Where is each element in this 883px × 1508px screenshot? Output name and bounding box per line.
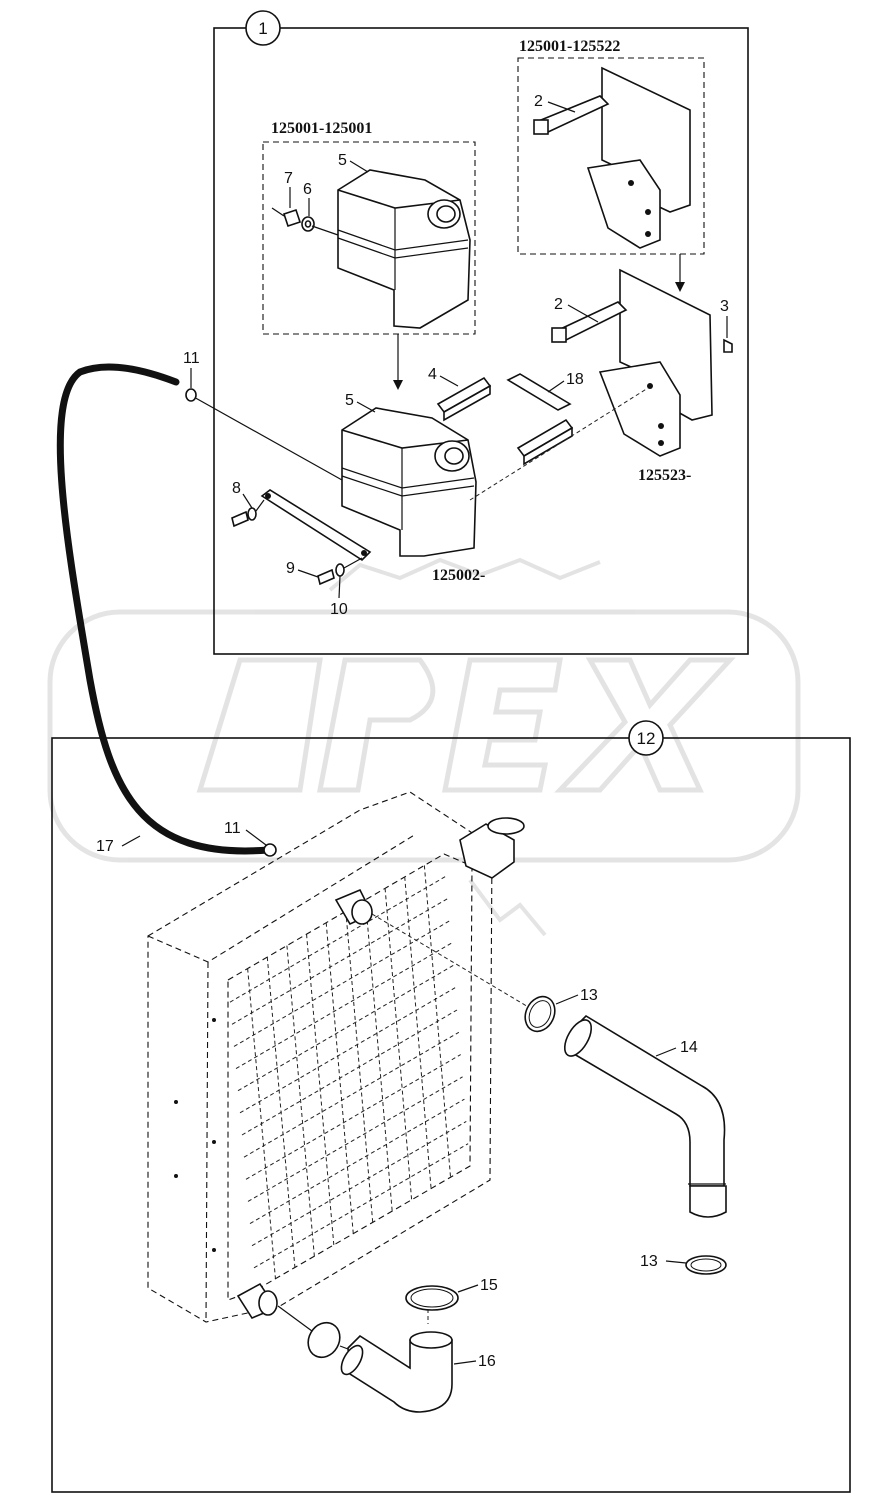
bolt-upper[interactable] bbox=[231, 507, 257, 528]
radiator-grid-line bbox=[245, 1054, 461, 1180]
callout-4[interactable]: 4 bbox=[428, 366, 437, 383]
callout-8[interactable]: 8 bbox=[232, 480, 241, 497]
callout-5-new[interactable]: 5 bbox=[345, 392, 354, 409]
callout-17[interactable]: 17 bbox=[96, 838, 114, 855]
callout-9[interactable]: 9 bbox=[286, 560, 295, 577]
bracket-old-part[interactable] bbox=[533, 66, 691, 249]
serial-bracket-old: 125001-125522 bbox=[519, 38, 620, 55]
clip-part-11-upper[interactable] bbox=[185, 388, 197, 402]
group-12-callout[interactable]: 12 bbox=[628, 720, 664, 756]
pad-part-18[interactable] bbox=[506, 373, 574, 466]
callout-13-lower[interactable]: 13 bbox=[640, 1253, 658, 1270]
washer-part-10[interactable] bbox=[335, 563, 345, 577]
pad-part-4[interactable] bbox=[436, 376, 492, 422]
expansion-tank-new[interactable] bbox=[341, 407, 477, 557]
callout-6[interactable]: 6 bbox=[303, 181, 312, 198]
svg-text:1: 1 bbox=[258, 19, 267, 38]
bolt-part-9[interactable] bbox=[317, 568, 335, 586]
radiator-grid-line bbox=[247, 1076, 463, 1202]
washer-part-6[interactable] bbox=[301, 216, 315, 232]
radiator-grid-line bbox=[286, 945, 315, 1257]
plug-part-7[interactable] bbox=[271, 207, 302, 228]
callout-3[interactable]: 3 bbox=[720, 298, 729, 315]
clamp-part-13-upper[interactable] bbox=[520, 992, 561, 1036]
filler-neck[interactable] bbox=[459, 817, 525, 879]
callout-13-upper[interactable]: 13 bbox=[580, 987, 598, 1004]
callout-15[interactable]: 15 bbox=[480, 1277, 498, 1294]
callout-10[interactable]: 10 bbox=[330, 601, 348, 618]
radiator-grid-line bbox=[253, 1143, 469, 1269]
callout-2-new[interactable]: 2 bbox=[554, 296, 563, 313]
callout-11-lower[interactable]: 11 bbox=[224, 820, 241, 837]
callout-7[interactable]: 7 bbox=[284, 170, 293, 187]
radiator-lower-neck[interactable] bbox=[236, 1282, 278, 1319]
radiator-grid-line bbox=[233, 920, 450, 1047]
callout-16[interactable]: 16 bbox=[478, 1353, 496, 1370]
clamp-part-13-lower[interactable] bbox=[685, 1255, 727, 1275]
radiator-upper-neck[interactable] bbox=[334, 888, 374, 926]
serial-tank-old: 125001-125001 bbox=[271, 120, 372, 137]
callout-2-old[interactable]: 2 bbox=[534, 93, 543, 110]
callout-14[interactable]: 14 bbox=[680, 1039, 698, 1056]
radiator-grid-line bbox=[384, 888, 413, 1200]
radiator-grid-line bbox=[251, 1120, 467, 1247]
callout-5-old[interactable]: 5 bbox=[338, 152, 347, 169]
hose-part-16[interactable] bbox=[337, 1331, 453, 1413]
opex-watermark bbox=[47, 557, 801, 937]
hose-part-17[interactable] bbox=[56, 363, 272, 855]
group-12-frame bbox=[51, 737, 851, 1493]
radiator-grid-line bbox=[235, 942, 452, 1070]
serial-tank-new: 125002- bbox=[432, 567, 485, 584]
strap-part-8[interactable] bbox=[260, 489, 372, 562]
serial-bracket-new: 125523- bbox=[638, 467, 691, 484]
callout-11-upper[interactable]: 11 bbox=[183, 350, 200, 367]
radiator-grid-line bbox=[306, 934, 335, 1245]
group-1-frame bbox=[213, 27, 749, 655]
clamp-part-15[interactable] bbox=[405, 1285, 459, 1311]
clamp-lower-radiator[interactable] bbox=[302, 1317, 346, 1363]
callout-18[interactable]: 18 bbox=[566, 371, 584, 388]
radiator-part-12[interactable] bbox=[147, 791, 493, 1323]
clip-part-11-lower[interactable] bbox=[263, 843, 277, 857]
radiator-grid-line bbox=[249, 1098, 465, 1225]
bracket-old-dashed-box bbox=[517, 57, 705, 255]
radiator-grid-line bbox=[237, 964, 454, 1092]
expansion-tank-old[interactable] bbox=[337, 169, 471, 329]
hose-part-14[interactable] bbox=[559, 1014, 727, 1218]
bracket-new-part[interactable] bbox=[551, 268, 733, 457]
radiator-grid-line bbox=[364, 899, 393, 1212]
tank-old-dashed-box bbox=[262, 141, 476, 335]
group-1-callout[interactable]: 1 bbox=[245, 10, 281, 46]
svg-text:12: 12 bbox=[637, 729, 656, 748]
